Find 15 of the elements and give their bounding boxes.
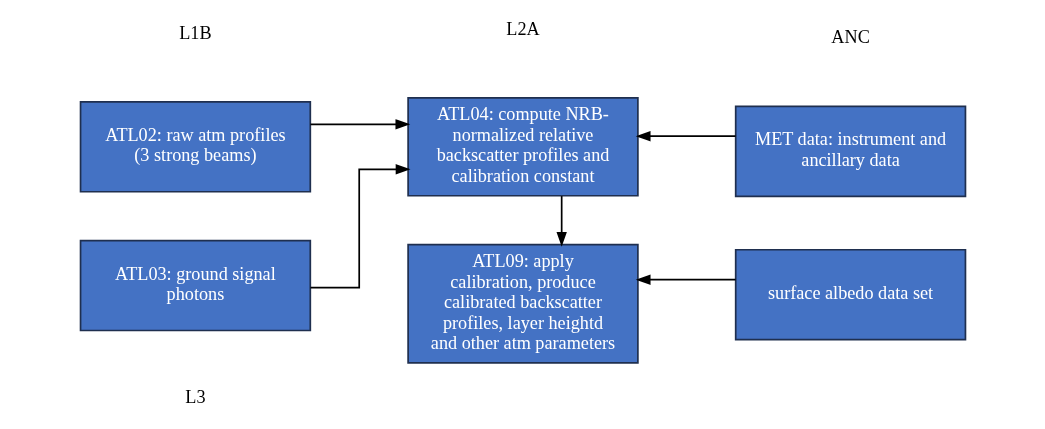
node-box: MET data: instrument and ancillary data [734, 105, 966, 198]
arrow [635, 131, 736, 142]
arrow [309, 164, 410, 289]
label: ANC [830, 27, 870, 48]
arrow [556, 195, 567, 247]
arrow [635, 274, 736, 285]
label: L2A [505, 19, 540, 40]
label: L3 [184, 386, 206, 407]
node-box: ATL04: compute NRB-normalized relative backscatter profiles and calibration constant [406, 97, 639, 197]
node-box: ATL09: apply calibration, produce calibrated backscatter profiles, layer heightd and other atm parameters [406, 243, 639, 364]
node-box: surface albedo data set [734, 248, 966, 341]
arrow [309, 119, 410, 130]
node-box: ATL02: raw atm profiles (3 strong beams) [79, 101, 311, 193]
label: L1B [178, 22, 212, 43]
node-box: ATL03: ground signal photons [79, 239, 311, 332]
